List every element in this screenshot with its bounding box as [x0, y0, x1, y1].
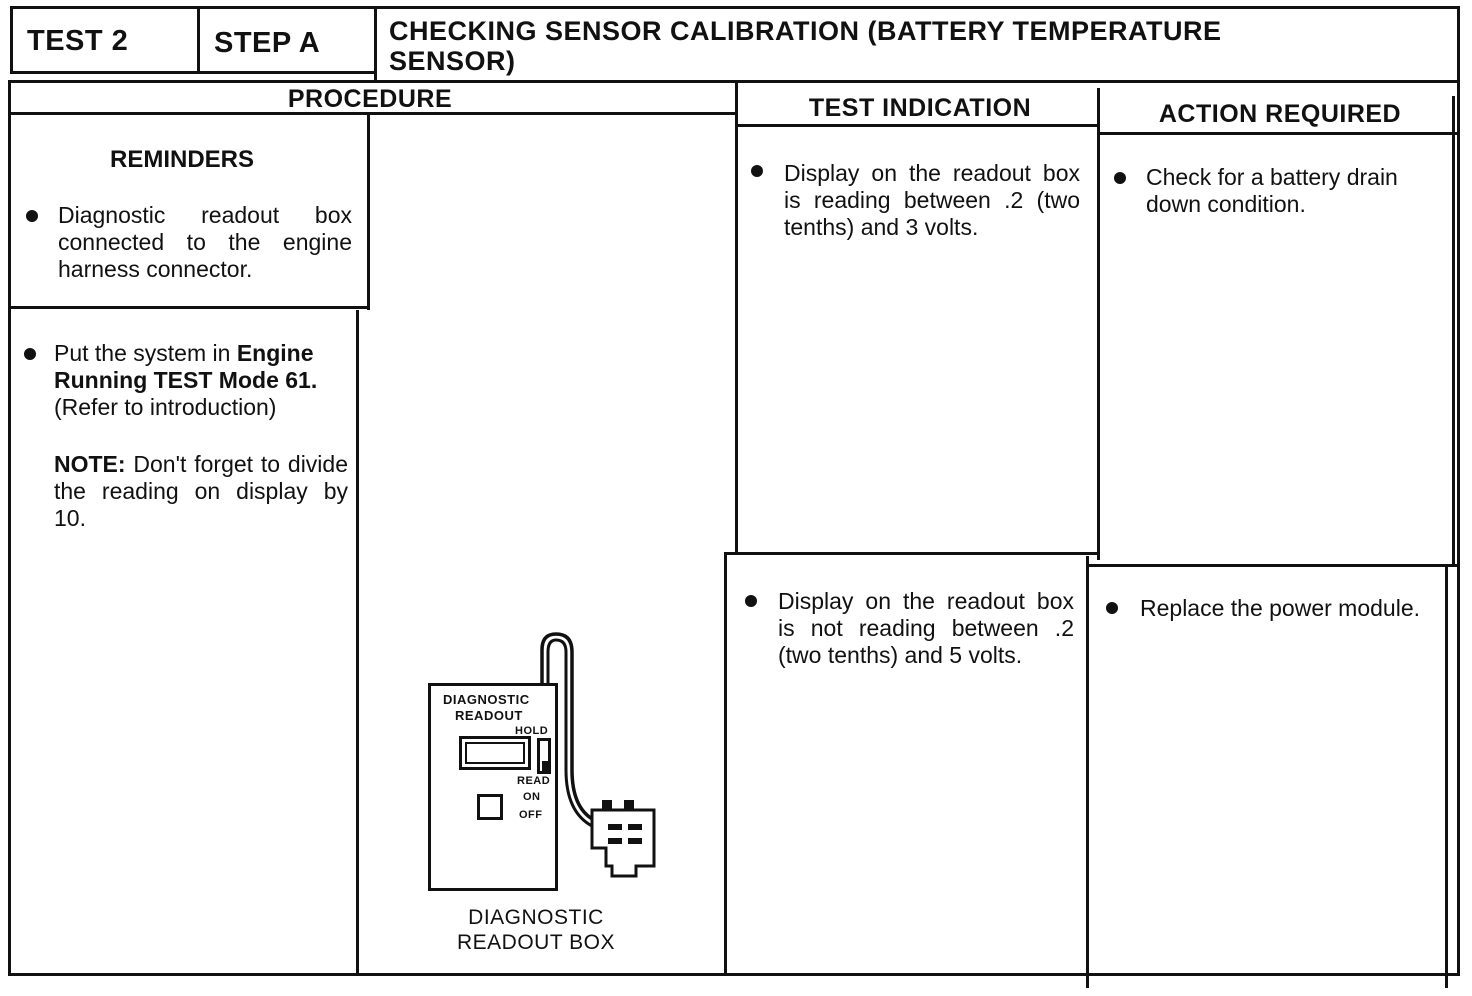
- reminders-title: REMINDERS: [110, 146, 255, 173]
- note-label: NOTE:: [54, 451, 126, 477]
- procedure-step-reference: (Refer to introduction): [54, 394, 277, 420]
- procedure-step-mode: Engine Running TEST Mode 61.: [54, 340, 318, 393]
- illustration-caption-line-1: DIAGNOSTIC: [468, 906, 604, 929]
- test-number: TEST 2: [27, 25, 129, 57]
- column-header-procedure: PROCEDURE: [287, 85, 453, 113]
- row-divider: [1088, 564, 1458, 567]
- step-label: STEP A: [214, 27, 321, 59]
- column-header-action: ACTION REQUIRED: [1158, 100, 1402, 128]
- read-label: READ: [517, 775, 551, 787]
- procedure-step-text: Put the system in: [54, 340, 237, 366]
- header-step-cell: STEP A: [197, 6, 377, 74]
- hold-read-switch-icon: [537, 738, 551, 774]
- bullet-icon: [751, 165, 763, 177]
- on-label: ON: [523, 791, 541, 803]
- column-divider: [1452, 96, 1455, 566]
- column-header-rule: [8, 112, 738, 115]
- main-table: [8, 80, 1460, 976]
- column-divider: [735, 82, 738, 554]
- procedure-step: Put the system in Engine Running TEST Mo…: [54, 340, 354, 421]
- indication-row-2: Display on the readout box is not readin…: [778, 588, 1074, 668]
- column-divider: [1086, 556, 1089, 988]
- device-display-icon: [459, 736, 531, 770]
- reminders-item: Diagnostic readout box connected to the …: [58, 202, 352, 282]
- device-label-line-2: READOUT: [455, 708, 523, 723]
- column-header-rule: [1097, 132, 1460, 135]
- off-label: OFF: [519, 809, 543, 821]
- readout-cable: [540, 632, 595, 828]
- device-label-line-1: DIAGNOSTIC: [443, 692, 530, 707]
- bullet-icon: [24, 348, 36, 360]
- procedure-divider: [356, 310, 359, 976]
- procedure-note: NOTE: Don't forget to divide the reading…: [54, 451, 348, 532]
- bullet-icon: [1106, 602, 1118, 614]
- header-test-cell: TEST 2: [10, 6, 200, 74]
- column-header-indication: TEST INDICATION: [808, 94, 1032, 122]
- procedure-divider: [367, 114, 370, 310]
- hold-label: HOLD: [515, 725, 549, 737]
- reminders-bottom-rule: [8, 306, 370, 309]
- bullet-icon: [745, 595, 757, 607]
- power-switch-icon: [477, 794, 503, 820]
- illustration-caption-line-2: READOUT BOX: [457, 931, 615, 954]
- header-title-cell: CHECKING SENSOR CALIBRATION (BATTERY TEM…: [374, 6, 1460, 84]
- note-text: Don't forget to divide the reading on di…: [54, 451, 348, 531]
- column-header-rule: [735, 124, 1100, 127]
- column-divider: [1097, 88, 1100, 560]
- column-divider: [1445, 566, 1448, 988]
- page-title-line-2: SENSOR): [389, 46, 516, 76]
- column-divider: [724, 552, 727, 976]
- page-title-line-1: CHECKING SENSOR CALIBRATION (BATTERY TEM…: [389, 16, 1222, 46]
- action-row-2: Replace the power module.: [1140, 595, 1420, 621]
- bullet-icon: [1114, 172, 1126, 184]
- bullet-icon: [26, 210, 38, 222]
- harness-connector-icon: [590, 800, 656, 878]
- action-row-1: Check for a battery drain down condition…: [1146, 164, 1398, 217]
- row-divider: [726, 552, 1100, 555]
- indication-row-1: Display on the readout box is reading be…: [784, 160, 1080, 240]
- diagnostic-readout-device: DIAGNOSTIC READOUT HOLD READ ON OFF: [428, 683, 558, 891]
